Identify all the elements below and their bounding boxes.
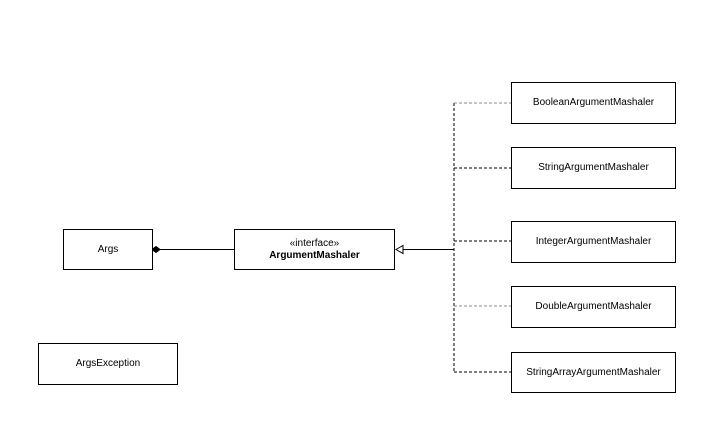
class-boolean-argument-mashaler: BooleanArgumentMashaler (511, 82, 676, 124)
realization-arrowhead (394, 244, 404, 255)
composition-diamond (151, 245, 161, 254)
interface-stereotype: «interface» (289, 237, 340, 249)
class-label: StringArrayArgumentMashaler (526, 366, 661, 378)
class-label: DoubleArgumentMashaler (535, 301, 652, 312)
class-args-exception-label: ArgsException (75, 358, 141, 369)
class-label: StringArgumentMashaler (538, 162, 649, 173)
interface-name: ArgumentMashaler (269, 249, 360, 261)
class-args-exception: ArgsException (38, 343, 178, 385)
class-integer-argument-mashaler: IntegerArgumentMashaler (511, 221, 676, 263)
class-label: IntegerArgumentMashaler (535, 236, 652, 247)
class-label: BooleanArgumentMashaler (532, 97, 655, 108)
class-args-label: Args (97, 243, 119, 255)
interface-argument-mashaler: «interface» ArgumentMashaler (234, 229, 395, 270)
class-args: Args (63, 229, 153, 270)
class-string-array-argument-mashaler: StringArrayArgumentMashaler (511, 352, 676, 393)
class-string-argument-mashaler: StringArgumentMashaler (511, 147, 676, 189)
class-double-argument-mashaler: DoubleArgumentMashaler (511, 286, 676, 328)
